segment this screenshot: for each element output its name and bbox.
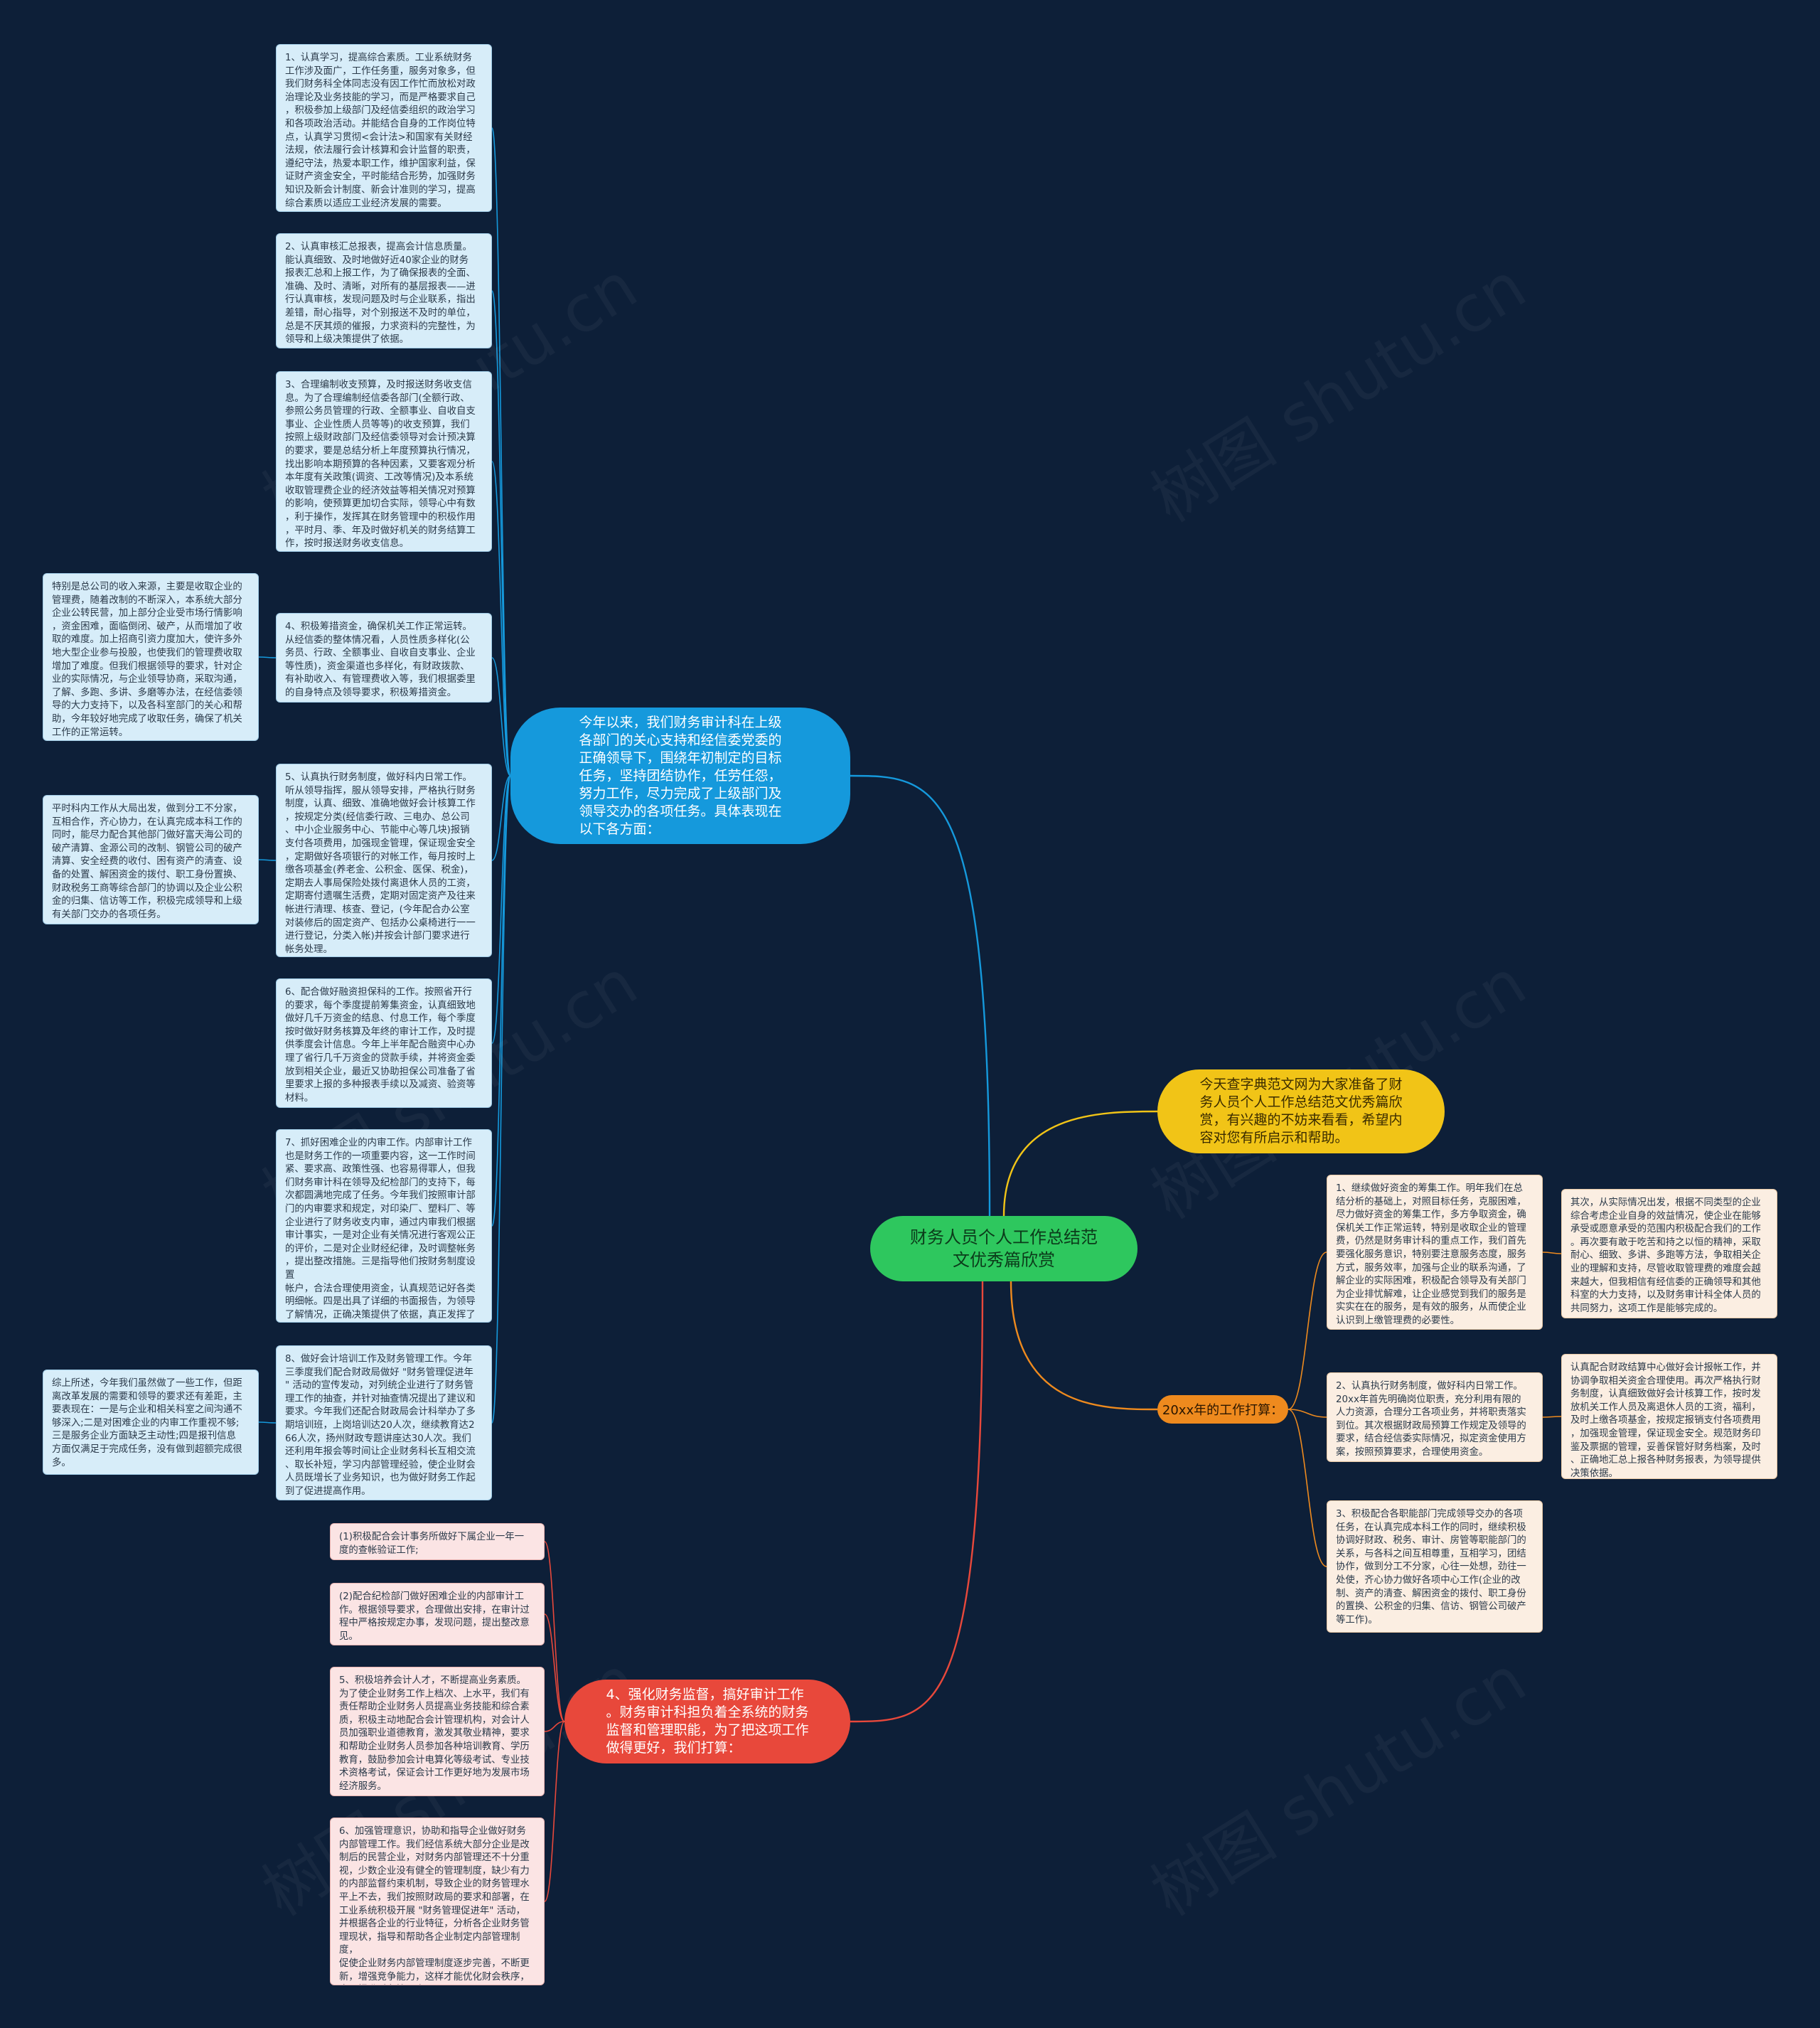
branch-audit-supervision-label: 4、强化财务监督，搞好审计工作 。财务审计科担负着全系统的财务 监督和管理职能，…: [606, 1687, 809, 1756]
summary-item-1[interactable]: 1、认真学习，提高综合素质。工业系统财务 工作涉及面广，工作任务重，服务对象多，…: [276, 44, 492, 212]
branch-next-year-plan-label: 20xx年的工作打算：: [1162, 1403, 1284, 1418]
summary-item-5[interactable]: 5、认真执行财务制度，做好科内日常工作。 听从领导指挥，服从领导安排，严格执行财…: [276, 764, 492, 957]
root-topic-label: 财务人员个人工作总结范 文优秀篇欣赏: [910, 1227, 1098, 1270]
summary-item-7[interactable]: 7、抓好困难企业的内审工作。内部审计工作 也是财务工作的一项重要内容，这一工作时…: [276, 1129, 492, 1323]
connector-root-plan: [1010, 1281, 1158, 1411]
summary-item-3[interactable]: 3、合理编制收支预算，及时报送财务收支信 息。为了合理编制经信委各部门(全额行政…: [276, 371, 492, 552]
audit-item-5[interactable]: 5、积极培养会计人才，不断提高业务素质。 为了使企业财务工作上档次、上水平，我们…: [330, 1667, 545, 1796]
connector-summary-item: [491, 775, 511, 861]
connector-root-summary: [850, 774, 991, 1217]
plan-note-accounting[interactable]: 认真配合财政结算中心做好会计报帐工作，并 协调争取相关资金合理使用。再次严格执行…: [1561, 1354, 1777, 1479]
connector-root-audit: [850, 1281, 984, 1723]
root-topic[interactable]: 财务人员个人工作总结范 文优秀篇欣赏: [870, 1216, 1138, 1281]
audit-item-1[interactable]: (1)积极配合会计事务所做好下属企业一年一 度的查帐验证工作;: [330, 1523, 545, 1560]
connector-audit-item: [544, 1721, 565, 1732]
connector-summary-note: [258, 656, 277, 658]
summary-item-8[interactable]: 8、做好会计培训工作及财务管理工作。今年 三季度我们配合财政局做好 "财务管理促…: [276, 1345, 492, 1500]
branch-intro-label: 今天查字典范文网为大家准备了财 务人员个人工作总结范文优秀篇欣 赏，有兴趣的不妨…: [1199, 1077, 1403, 1146]
connector-audit-item: [544, 1721, 565, 1902]
connector-summary-item: [491, 290, 511, 776]
summary-note-fee-collection[interactable]: 特别是总公司的收入来源，主要是收取企业的 管理费，随着改制的不断深入，本系统大部…: [43, 573, 259, 741]
connector-summary-item: [491, 127, 511, 776]
summary-note-cooperation[interactable]: 平时科内工作从大局出发，做到分工不分家， 互相合作，齐心协力，在认真完成本科工作…: [43, 795, 259, 924]
connector-audit-item: [544, 1541, 565, 1722]
summary-note-conclusion[interactable]: 综上所述，今年我们虽然做了一些工作，但距 离改革发展的需要和领导的要求还有差距，…: [43, 1370, 259, 1475]
connector-summary-item: [491, 461, 511, 776]
connector-summary-item: [491, 657, 511, 776]
connector-plan-item: [1288, 1409, 1327, 1567]
plan-item-3[interactable]: 3、积极配合各职能部门完成领导交办的各项 任务，在认真完成本科工作的同时，继续积…: [1327, 1500, 1543, 1633]
connector-plan-item: [1288, 1252, 1327, 1410]
branch-work-summary[interactable]: 今年以来，我们财务审计科在上级 各部门的关心支持和经信委党委的 正确领导下，围绕…: [510, 708, 850, 844]
audit-item-2[interactable]: (2)配合纪检部门做好困难企业的内部审计工 作。根据领导要求，合理做出安排，在审…: [330, 1583, 545, 1645]
summary-item-6[interactable]: 6、配合做好融资担保科的工作。按照省开行 的要求，每个季度提前筹集资金，认真细致…: [276, 978, 492, 1108]
connector-summary-item: [491, 775, 511, 1044]
connector-summary-note: [258, 1421, 277, 1424]
branch-work-summary-label: 今年以来，我们财务审计科在上级 各部门的关心支持和经信委党委的 正确领导下，围绕…: [579, 714, 782, 837]
summary-item-2[interactable]: 2、认真审核汇总报表，提高会计信息质量。 能认真细致、及时地做好近40家企业的财…: [276, 233, 492, 348]
branch-intro[interactable]: 今天查字典范文网为大家准备了财 务人员个人工作总结范文优秀篇欣 赏，有兴趣的不妨…: [1157, 1069, 1445, 1153]
connector-audit-item: [544, 1613, 565, 1722]
connector-plan-note: [1542, 1416, 1562, 1418]
connector-summary-item: [491, 775, 511, 1227]
connector-plan-note: [1542, 1252, 1562, 1254]
branch-next-year-plan[interactable]: 20xx年的工作打算：: [1157, 1395, 1288, 1424]
plan-note-fee-strategy[interactable]: 其次，从实际情况出发，根据不同类型的企业 综合考虑企业自身的效益情况，使企业在能…: [1561, 1189, 1777, 1318]
connector-root-intro: [1002, 1110, 1158, 1217]
connector-summary-item: [491, 775, 511, 1424]
plan-item-2[interactable]: 2、认真执行财务制度，做好科内日常工作。 20xx年首先明确岗位职责，充分利用有…: [1327, 1372, 1543, 1462]
connector-plan-item: [1288, 1409, 1327, 1418]
branch-audit-supervision[interactable]: 4、强化财务监督，搞好审计工作 。财务审计科担负着全系统的财务 监督和管理职能，…: [564, 1680, 850, 1763]
summary-item-4[interactable]: 4、积极筹措资金，确保机关工作正常运转。 从经信委的整体情况看，人员性质多样化(…: [276, 613, 492, 703]
audit-item-6[interactable]: 6、加强管理意识，协助和指导企业做好财务 内部管理工作。我们经信系统大部分企业是…: [330, 1818, 545, 1985]
plan-item-1[interactable]: 1、继续做好资金的筹集工作。明年我们在总 结分析的基础上，对照目标任务，克服困难…: [1327, 1175, 1543, 1330]
